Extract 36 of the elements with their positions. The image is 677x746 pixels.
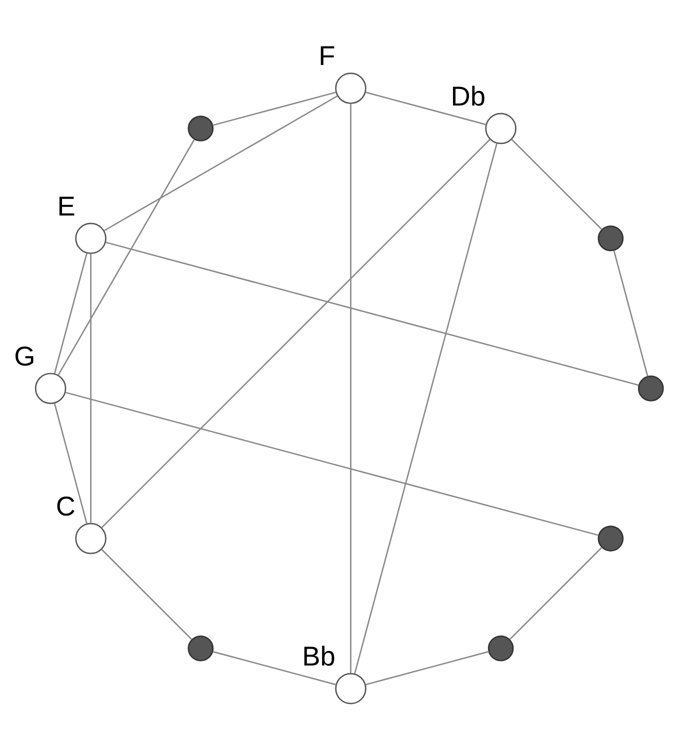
- node-dot: [638, 375, 664, 401]
- node-label: F: [318, 40, 336, 71]
- connector: [366, 650, 490, 685]
- connector: [54, 252, 88, 374]
- connector: [90, 253, 92, 523]
- node-circle: [75, 522, 106, 554]
- node-label: Bb: [302, 640, 336, 671]
- connector: [58, 138, 195, 376]
- connector: [354, 142, 498, 674]
- connector: [101, 548, 192, 640]
- connector: [511, 138, 602, 230]
- connector: [104, 94, 338, 231]
- connector: [212, 650, 336, 685]
- connector: [366, 91, 486, 125]
- connector: [212, 91, 336, 126]
- node-circle: [34, 372, 66, 404]
- connector: [64, 391, 599, 536]
- node-label: E: [57, 190, 76, 221]
- node-circle: [75, 222, 106, 254]
- connector: [54, 402, 88, 524]
- node-circle: [335, 72, 366, 104]
- node-label: G: [14, 340, 36, 371]
- node-dot: [188, 634, 214, 661]
- node-circle: [485, 112, 516, 144]
- node-dot: [598, 224, 624, 251]
- connector: [101, 138, 490, 528]
- node-label: Db: [450, 80, 486, 111]
- node-dot: [488, 634, 514, 661]
- connector: [613, 250, 648, 376]
- connector: [350, 103, 352, 673]
- node-dot: [188, 115, 214, 141]
- node-dot: [598, 525, 624, 551]
- connector: [509, 546, 602, 640]
- node-circle: [335, 672, 366, 704]
- connector: [106, 241, 639, 386]
- node-label: C: [56, 490, 76, 521]
